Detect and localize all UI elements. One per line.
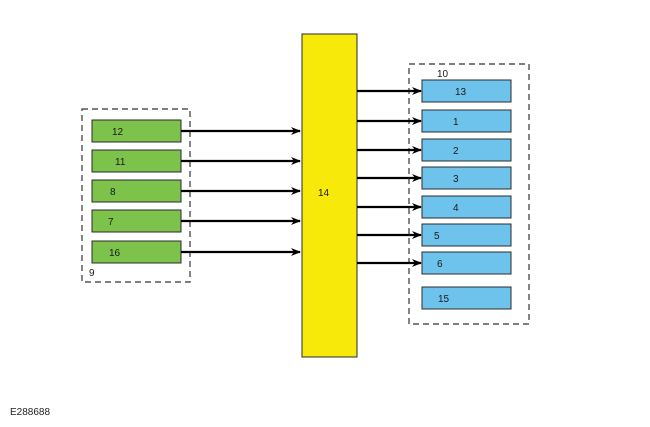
input-block-label: 7: [108, 217, 114, 228]
output-block-box: [421, 109, 512, 133]
output-block-6: 6: [421, 251, 512, 275]
input-block-box: [91, 240, 182, 264]
central-module: 14: [301, 33, 358, 358]
input-block-box: [91, 119, 182, 143]
input-block-7: 7: [91, 209, 182, 233]
input-block-16: 16: [91, 240, 182, 264]
input-block-label: 16: [109, 248, 121, 259]
reference-code: E288688: [10, 407, 51, 418]
output-block-13: 13: [421, 79, 512, 103]
output-block-label: 4: [453, 203, 459, 214]
output-block-1: 1: [421, 109, 512, 133]
output-group: 10 13 1 2 3 4 5 6 15: [408, 63, 530, 325]
central-module-label: 14: [318, 188, 330, 199]
input-block-label: 12: [112, 127, 124, 138]
output-block-4: 4: [421, 195, 512, 219]
output-block-3: 3: [421, 166, 512, 190]
input-block-11: 11: [91, 149, 182, 173]
output-block-box: [421, 251, 512, 275]
output-block-label: 15: [438, 294, 450, 305]
output-block-2: 2: [421, 138, 512, 162]
input-group-label: 9: [89, 268, 95, 279]
input-group-border: [81, 108, 191, 283]
output-group-border: [408, 63, 530, 325]
input-group: 9 12 11 8 7 16: [81, 108, 191, 283]
input-block-box: [91, 149, 182, 173]
input-block-12: 12: [91, 119, 182, 143]
input-block-label: 11: [115, 157, 126, 168]
output-block-15: 15: [421, 286, 512, 310]
output-block-5: 5: [421, 223, 512, 247]
input-block-box: [91, 209, 182, 233]
input-block-label: 8: [110, 187, 116, 198]
output-block-label: 5: [434, 231, 440, 242]
output-block-box: [421, 166, 512, 190]
output-block-label: 2: [453, 146, 459, 157]
output-block-box: [421, 138, 512, 162]
output-block-label: 6: [437, 259, 443, 270]
output-block-label: 3: [453, 174, 459, 185]
central-module-box: [301, 33, 358, 358]
output-block-label: 1: [453, 117, 459, 128]
output-block-box: [421, 195, 512, 219]
output-group-label: 10: [437, 69, 449, 80]
input-block-8: 8: [91, 179, 182, 203]
output-block-box: [421, 223, 512, 247]
input-block-box: [91, 179, 182, 203]
output-block-label: 13: [455, 87, 467, 98]
output-block-box: [421, 79, 512, 103]
output-block-box: [421, 286, 512, 310]
